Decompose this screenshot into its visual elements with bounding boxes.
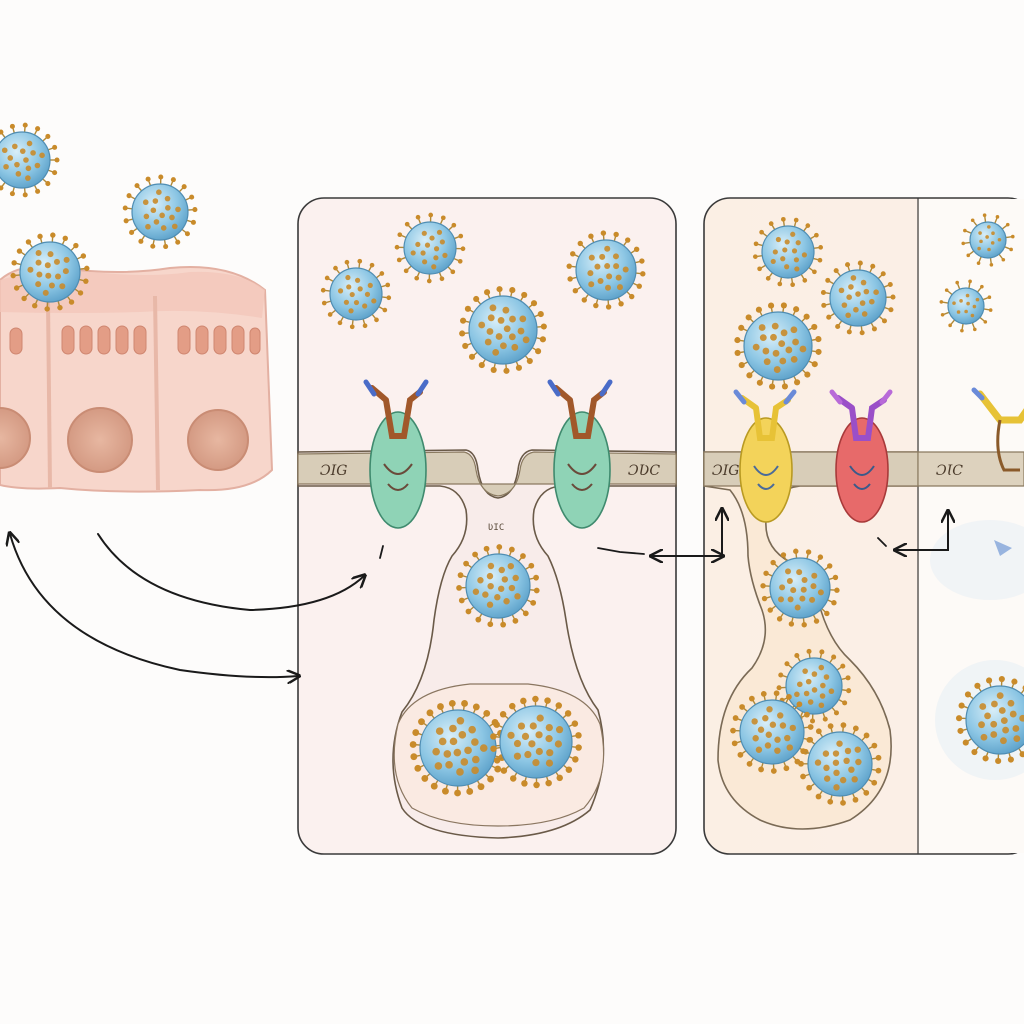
membrane-label-left-2: ƆIG <box>712 463 739 479</box>
arrows <box>10 510 948 677</box>
virus-particle-icon <box>409 699 507 797</box>
dashed-line-icon <box>597 547 645 555</box>
virus-particle-icon <box>566 230 646 310</box>
membrane-label-right: ƆƲC <box>628 463 660 479</box>
nucleus-icon <box>67 407 133 473</box>
curved-arrow-icon <box>97 533 364 612</box>
cell-receptor-icon <box>733 389 797 523</box>
virus-particle-icon <box>798 722 882 806</box>
virus-particle-icon <box>760 548 840 628</box>
epithelial-tissue <box>0 265 274 493</box>
virus-particle-icon <box>0 122 60 198</box>
nucleus-icon <box>187 409 249 471</box>
virus-particle-icon <box>752 216 824 288</box>
virus-particle-icon <box>939 279 993 333</box>
virus-particle-icon <box>730 690 814 774</box>
virus-particle-icon <box>320 258 392 330</box>
virus-particle-icon <box>734 302 822 390</box>
cell-receptor-icon <box>363 379 429 529</box>
membrane-label-stalk: ƲIC <box>488 523 504 533</box>
double-headed-arrow-icon <box>10 534 298 677</box>
virus-particle-icon <box>961 213 1015 267</box>
virus-particles <box>0 122 1024 806</box>
virus-particle-icon <box>820 260 896 336</box>
virus-particle-icon <box>122 174 198 250</box>
nucleus-icon <box>0 407 31 469</box>
virus-particle-icon <box>776 648 852 724</box>
elbow-arrow-icon <box>896 512 948 550</box>
virus-particle-icon <box>490 695 582 789</box>
virus-particle-icon <box>459 286 547 374</box>
panel-1: ƆIG ƆƲC ƲIC <box>297 197 677 855</box>
cell-receptor-icon <box>829 389 893 523</box>
cell-receptor-icon <box>547 379 613 529</box>
virus-particle-icon <box>456 544 540 628</box>
cell-receptor-icon <box>971 387 1024 472</box>
virus-particle-icon <box>394 212 466 284</box>
virus-particle-icon <box>955 675 1024 765</box>
virus-particle-icon <box>10 232 90 312</box>
dashed-line-icon <box>877 537 887 547</box>
membrane-label-right-2: ƆƖC <box>936 463 963 479</box>
dashed-line-icon <box>379 545 384 559</box>
membrane-label-left: ƆIG <box>320 463 347 479</box>
